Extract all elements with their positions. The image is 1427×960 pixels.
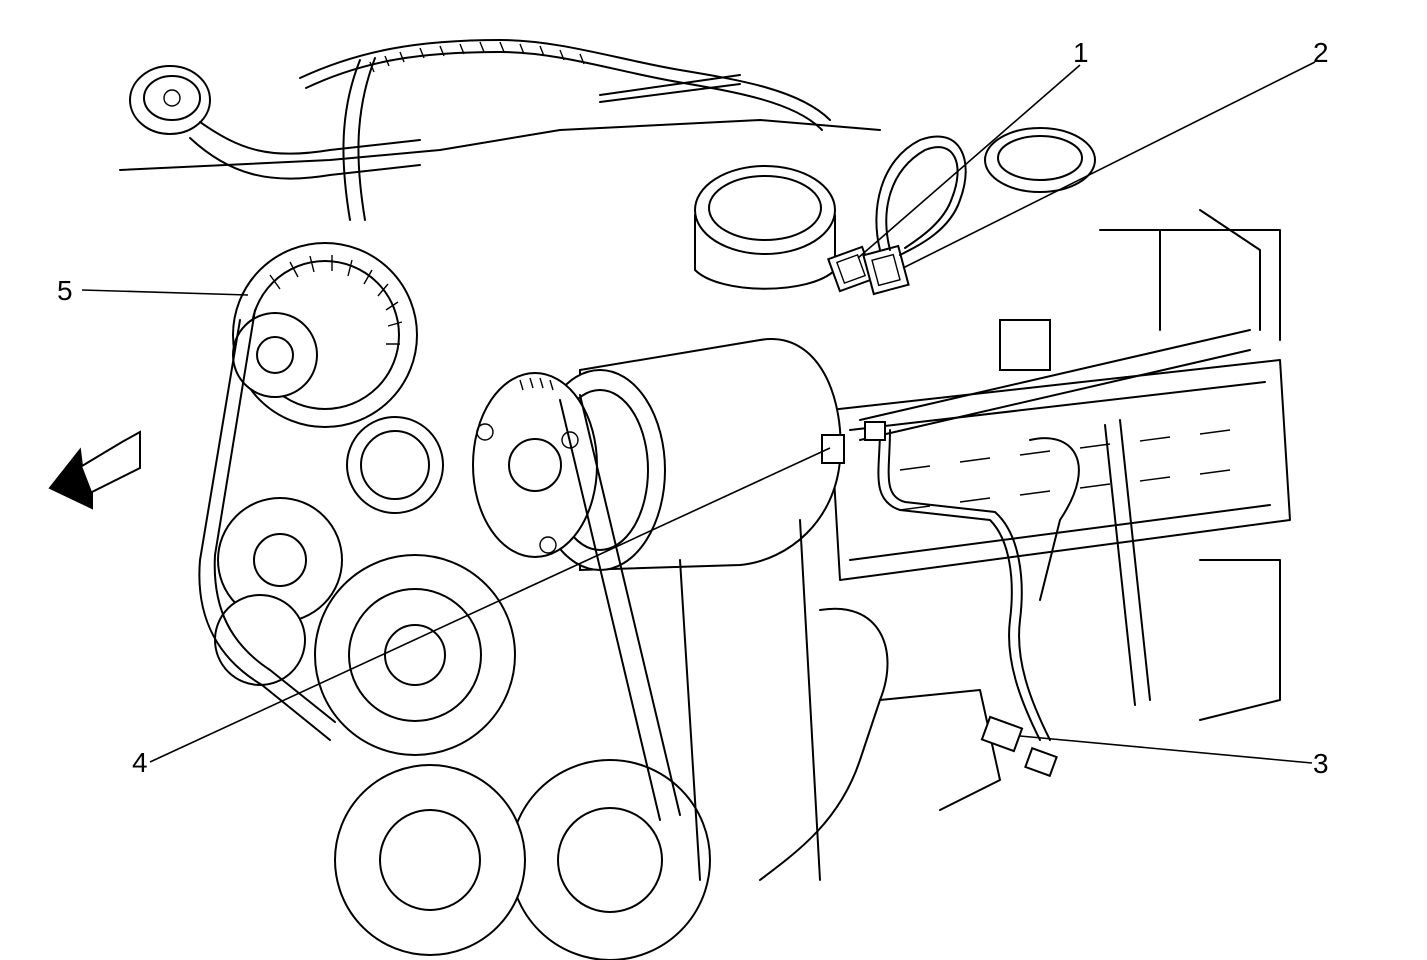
callouts: 1 2 3 4 5 xyxy=(57,37,1329,779)
callout-3: 3 xyxy=(1313,748,1329,779)
leader-line-4 xyxy=(149,447,831,763)
drive-belt xyxy=(198,309,681,821)
sensor-connector-4 xyxy=(821,421,886,464)
fuel-rail xyxy=(859,209,1281,441)
callout-1: 1 xyxy=(1073,37,1089,68)
arrow-front-icon xyxy=(48,430,141,510)
leader-line-3 xyxy=(1019,735,1313,764)
sensor-harness-loop xyxy=(875,135,967,256)
leader-lines xyxy=(81,61,1316,764)
callout-4: 4 xyxy=(132,747,148,778)
generator xyxy=(232,242,444,514)
leader-line-2 xyxy=(902,61,1316,269)
sensor-connector-2 xyxy=(862,244,910,296)
leader-line-1 xyxy=(857,64,1081,259)
wiring-harness-top xyxy=(119,39,881,221)
engine-block xyxy=(679,419,1281,881)
ac-compressor xyxy=(472,338,842,572)
leader-line-5 xyxy=(81,289,249,296)
coolant-cap xyxy=(129,65,421,180)
sensor-connector-3 xyxy=(980,715,1058,778)
lower-pulleys xyxy=(214,497,711,960)
sensor-harness-lower xyxy=(877,429,1051,741)
throttle-body xyxy=(694,127,1096,290)
callout-2: 2 xyxy=(1313,37,1329,68)
callout-5: 5 xyxy=(57,275,73,306)
valve-cover xyxy=(829,359,1291,581)
